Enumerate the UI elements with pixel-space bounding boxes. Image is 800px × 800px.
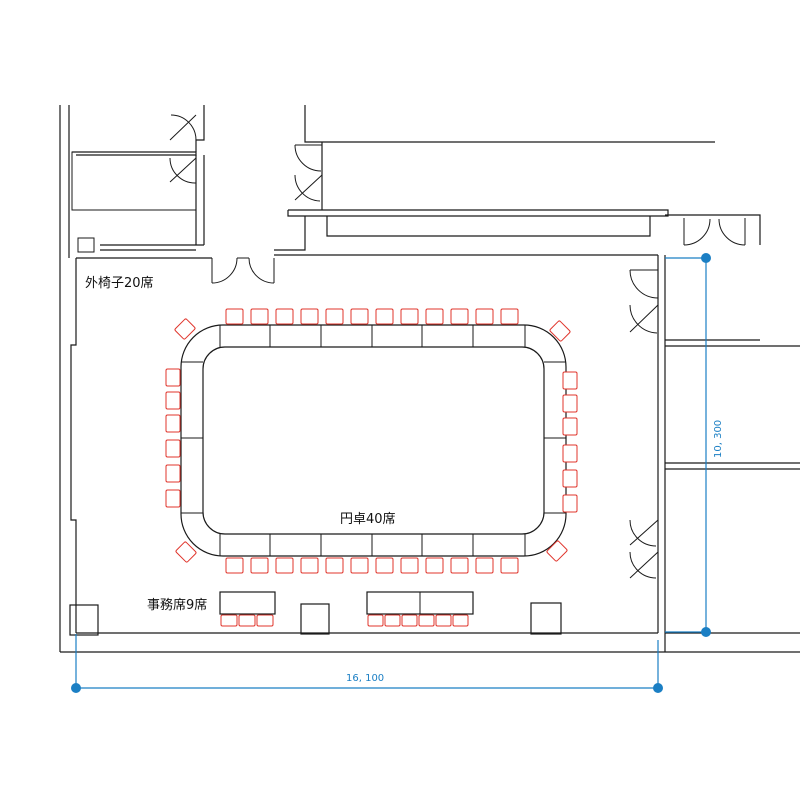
- chair: [275, 308, 294, 325]
- chair: [450, 557, 469, 574]
- chair: [562, 417, 578, 436]
- chair: [275, 557, 294, 574]
- chair: [546, 540, 568, 562]
- chair: [450, 308, 469, 325]
- chair: [425, 557, 444, 574]
- chair: [175, 541, 197, 563]
- chair: [165, 489, 181, 508]
- depth-dimension: 10, 300: [665, 253, 724, 637]
- chair: [500, 308, 519, 325]
- chair: [549, 320, 571, 342]
- office-seats-label: 事務席9席: [147, 597, 207, 613]
- chair: [500, 557, 519, 574]
- chair: [300, 308, 319, 325]
- chair: [400, 308, 419, 325]
- chair: [250, 557, 269, 574]
- building-walls: [59, 105, 800, 653]
- chair: [418, 614, 435, 627]
- round-table: [180, 324, 567, 557]
- table-segments: [181, 325, 566, 556]
- chair: [325, 557, 344, 574]
- chair: [425, 308, 444, 325]
- chair: [475, 308, 494, 325]
- chair: [562, 469, 578, 488]
- chair: [475, 557, 494, 574]
- depth-dimension-text: 10, 300: [713, 420, 724, 458]
- chair: [250, 308, 269, 325]
- chair: [350, 557, 369, 574]
- chair: [300, 557, 319, 574]
- chair: [220, 614, 238, 627]
- chair: [435, 614, 452, 627]
- chair: [238, 614, 256, 627]
- chair: [375, 557, 394, 574]
- chair: [165, 464, 181, 483]
- width-dimension: 16, 100: [71, 634, 663, 693]
- chair: [165, 391, 181, 410]
- round-table-label: 円卓40席: [340, 511, 396, 527]
- chair: [401, 614, 418, 627]
- chair: [165, 414, 181, 433]
- chair: [174, 318, 196, 340]
- chairs: [165, 308, 578, 627]
- doors: [169, 114, 746, 579]
- chair: [256, 614, 274, 627]
- chair: [562, 371, 578, 390]
- width-dimension-text: 16, 100: [346, 673, 384, 684]
- chair: [350, 308, 369, 325]
- office-area: [69, 591, 562, 636]
- chair: [452, 614, 469, 627]
- chair: [367, 614, 384, 627]
- chair: [165, 439, 181, 458]
- chair: [375, 308, 394, 325]
- chair: [562, 494, 578, 513]
- chair: [165, 368, 181, 387]
- chair: [225, 557, 244, 574]
- chair: [400, 557, 419, 574]
- outer-chairs-label: 外椅子20席: [85, 275, 154, 291]
- chair: [562, 444, 578, 463]
- chair: [325, 308, 344, 325]
- chair: [225, 308, 244, 325]
- chair: [384, 614, 401, 627]
- chair: [562, 394, 578, 413]
